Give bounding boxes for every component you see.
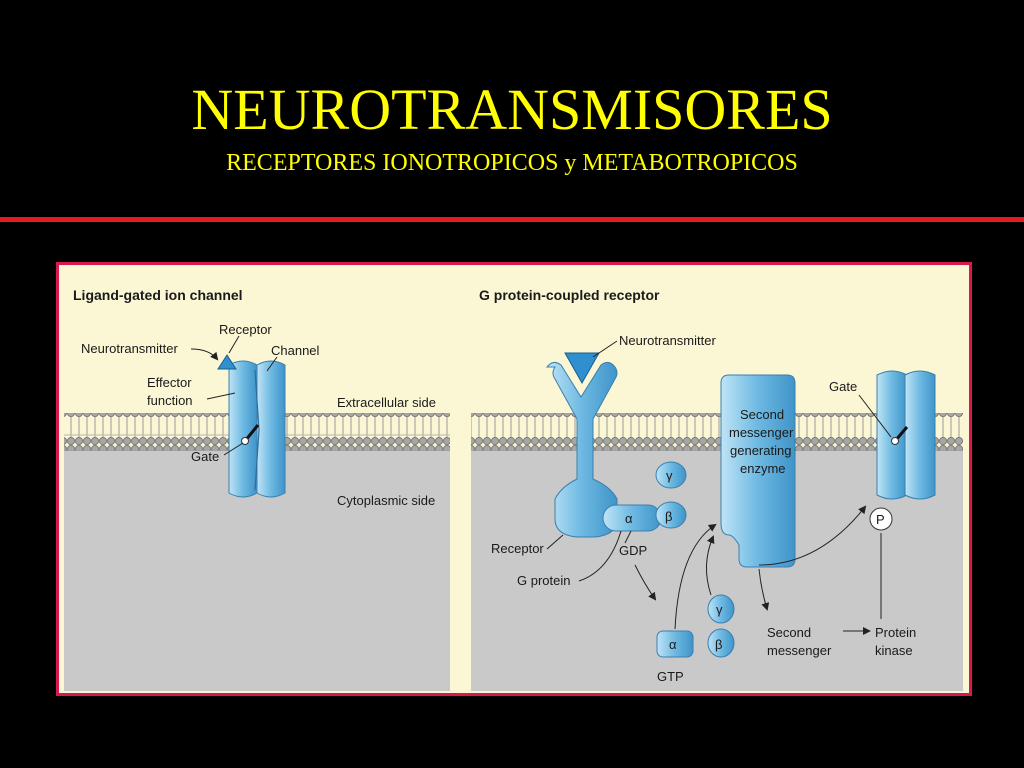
enzyme-label-line-3: generating <box>730 443 791 458</box>
label-protein-kinase-2: kinase <box>875 643 913 658</box>
phosphate-icon <box>869 507 893 531</box>
alpha-subunit-label: α <box>625 511 633 526</box>
free-beta-label: β <box>715 637 722 652</box>
label-extracellular-side: Extracellular side <box>337 395 436 410</box>
left-panel-heading: Ligand-gated ion channel <box>73 287 243 303</box>
beta-subunit-label: β <box>665 509 672 524</box>
enzyme-label-line-2: messenger <box>729 425 794 440</box>
label-gate-right: Gate <box>829 379 857 394</box>
g-protein-complex: α β γ <box>602 461 687 532</box>
label-effector: Effector <box>147 375 192 390</box>
label-function: function <box>147 393 193 408</box>
label-second-messenger-1: Second <box>767 625 811 640</box>
label-gtp: GTP <box>657 669 684 684</box>
enzyme-label-line-1: Second <box>740 407 784 422</box>
gated-ion-channel <box>876 370 936 500</box>
diagram-canvas: Ligand-gated ion channel Receptor Neurot… <box>64 273 963 691</box>
label-neurotransmitter-gpcr: Neurotransmitter <box>619 333 716 348</box>
label-neurotransmitter: Neurotransmitter <box>81 341 178 356</box>
label-gdp: GDP <box>619 543 647 558</box>
label-protein-kinase-1: Protein <box>875 625 916 640</box>
alpha-gtp-subunit <box>656 630 694 658</box>
page-subtitle: RECEPTORES IONOTROPICOS y METABOTROPICOS <box>226 150 798 176</box>
neurotransmitter-triangle-icon <box>564 352 600 385</box>
enzyme-label-line-4: enzyme <box>740 461 786 476</box>
alpha-gtp-label: α <box>669 637 677 652</box>
right-panel-heading: G protein-coupled receptor <box>479 287 660 303</box>
label-gate: Gate <box>191 449 219 464</box>
ion-channel <box>217 354 286 498</box>
phosphate-label: P <box>876 512 885 527</box>
title-divider <box>0 217 1024 222</box>
label-channel: Channel <box>271 343 320 358</box>
receptor-diagram: Ligand-gated ion channel Receptor Neurot… <box>56 262 972 696</box>
left-panel <box>64 273 450 691</box>
free-gamma-label: γ <box>716 602 723 617</box>
label-receptor: Receptor <box>219 322 272 337</box>
page-title: NEUROTRANSMISORES <box>191 77 833 142</box>
label-cytoplasmic-side: Cytoplasmic side <box>337 493 435 508</box>
second-messenger-enzyme <box>720 374 796 568</box>
neurotransmitter-triangle-icon <box>217 354 237 370</box>
label-g-protein: G protein <box>517 573 570 588</box>
gamma-subunit-label: γ <box>666 468 673 483</box>
label-second-messenger-2: messenger <box>767 643 832 658</box>
label-receptor-gpcr: Receptor <box>491 541 544 556</box>
